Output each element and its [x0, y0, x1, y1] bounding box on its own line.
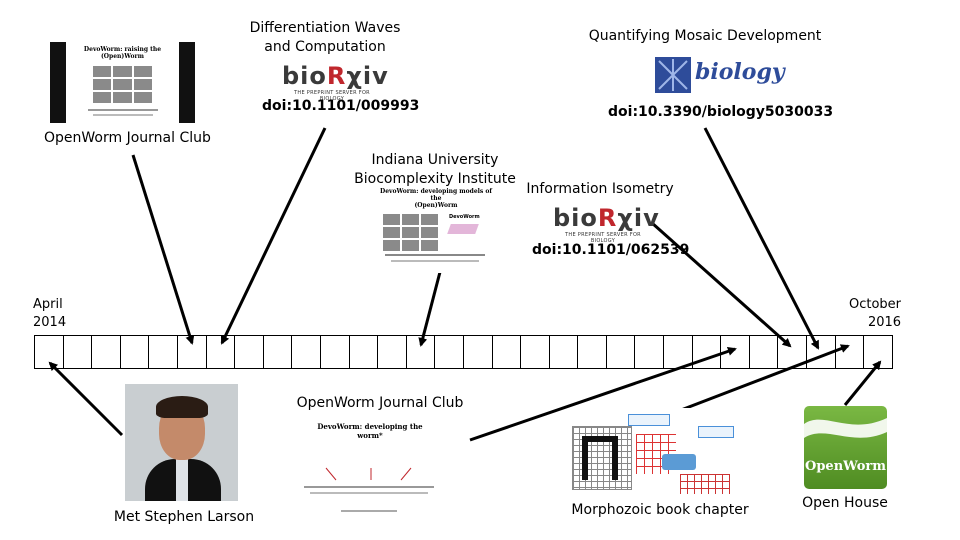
info-isometry-doi: doi:10.1101/062539: [532, 242, 690, 258]
timeline-cell: [435, 336, 464, 368]
arrow-met-larson: [48, 361, 124, 437]
timeline-cell: [378, 336, 407, 368]
timeline-cell: [292, 336, 321, 368]
timeline-cell: [693, 336, 722, 368]
timeline-cell: [550, 336, 579, 368]
timeline-cell: [750, 336, 779, 368]
met-larson-label: Met Stephen Larson: [113, 509, 255, 525]
arrow-morphozoic: [667, 344, 850, 417]
timeline-cell: [121, 336, 150, 368]
arrow-diff-waves: [220, 127, 327, 345]
timeline-cell: [321, 336, 350, 368]
openworm-jc-2014-slide: DevoWorm: raising the (Open)Worm: [50, 42, 195, 123]
mosaic-doi: doi:10.3390/biology5030033: [608, 104, 834, 120]
timeline-cell: [778, 336, 808, 368]
openworm-logo: OpenWorm: [804, 406, 887, 489]
timeline-cell: [235, 336, 264, 368]
timeline-cell: [493, 336, 522, 368]
morphozoic-figure: [570, 408, 735, 496]
biorxiv-logo-2: bioRχiv THE PREPRINT SERVER FOR BIOLOGY: [553, 204, 660, 244]
timeline-cell: [721, 336, 750, 368]
mdpi-dna-icon: [655, 57, 691, 93]
arrow-mosaic: [703, 127, 820, 350]
timeline-cell: [635, 336, 665, 368]
openworm-jc-2016-label: OpenWorm Journal Club: [296, 395, 464, 411]
timeline-cell: [178, 336, 207, 368]
timeline-cell: [521, 336, 550, 368]
timeline-bar: [34, 335, 893, 369]
arrow-openworm-jc-2016: [469, 347, 737, 442]
timeline-cell: [407, 336, 436, 368]
timeline-cell: [350, 336, 379, 368]
timeline-cell: [35, 336, 64, 368]
timeline-cell: [836, 336, 865, 368]
arrow-info-isometry: [651, 221, 792, 348]
arrow-open-house: [843, 360, 882, 406]
openworm-jc-2014-label: OpenWorm Journal Club: [44, 130, 211, 146]
stephen-larson-photo: [125, 384, 238, 501]
timeline-cell: [607, 336, 636, 368]
timeline-cell: [464, 336, 493, 368]
morphozoic-label: Morphozoic book chapter: [571, 502, 749, 518]
diff-waves-doi: doi:10.1101/009993: [262, 98, 420, 114]
timeline-cell: [92, 336, 121, 368]
timeline-cell: [578, 336, 607, 368]
open-house-label: Open House: [802, 495, 888, 511]
mdpi-biology-logo: biology: [655, 57, 785, 93]
timeline-cell: [664, 336, 693, 368]
info-isometry-label: Information Isometry: [526, 181, 674, 197]
arrow-openworm-jc-2014: [131, 154, 195, 345]
timeline-cell: [264, 336, 293, 368]
mosaic-label: Quantifying Mosaic Development: [588, 28, 822, 44]
indiana-slide: DevoWorm: developing models of the(Open)…: [377, 188, 495, 273]
timeline-cell: [149, 336, 178, 368]
timeline-cell: [64, 336, 93, 368]
biorxiv-logo: bioRχiv THE PREPRINT SERVER FOR BIOLOGY: [282, 62, 389, 102]
timeline-cell: [207, 336, 236, 368]
arrow-indiana: [418, 271, 442, 347]
